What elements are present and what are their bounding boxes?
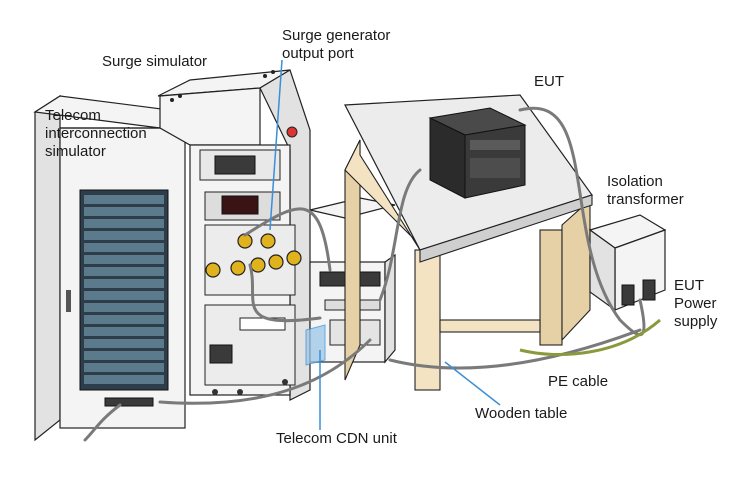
isolation-transformer <box>588 214 667 312</box>
label-telecom-cdn: Telecom CDN unit <box>276 430 398 447</box>
label-eut-power: EUT Power supply <box>674 277 721 330</box>
wooden-table <box>344 94 593 391</box>
telecom-rack <box>33 94 187 442</box>
label-telecom-sim: Telecom interconnection simulator <box>45 107 151 160</box>
pointer-lines <box>269 59 501 430</box>
labels: Telecom interconnection simulator Surge … <box>45 27 721 447</box>
pointer-table <box>444 361 501 406</box>
label-surge-port: Surge generator output port <box>282 27 395 62</box>
cables <box>83 106 661 442</box>
pointer-surge-port <box>269 59 283 231</box>
label-isolation: Isolation transformer <box>607 173 684 208</box>
label-eut: EUT <box>534 73 564 90</box>
label-wooden-table: Wooden table <box>475 405 567 422</box>
eut-device <box>428 107 527 199</box>
label-pe-cable: PE cable <box>548 373 608 390</box>
label-surge-simulator: Surge simulator <box>102 53 207 70</box>
rack-slots <box>84 195 164 384</box>
